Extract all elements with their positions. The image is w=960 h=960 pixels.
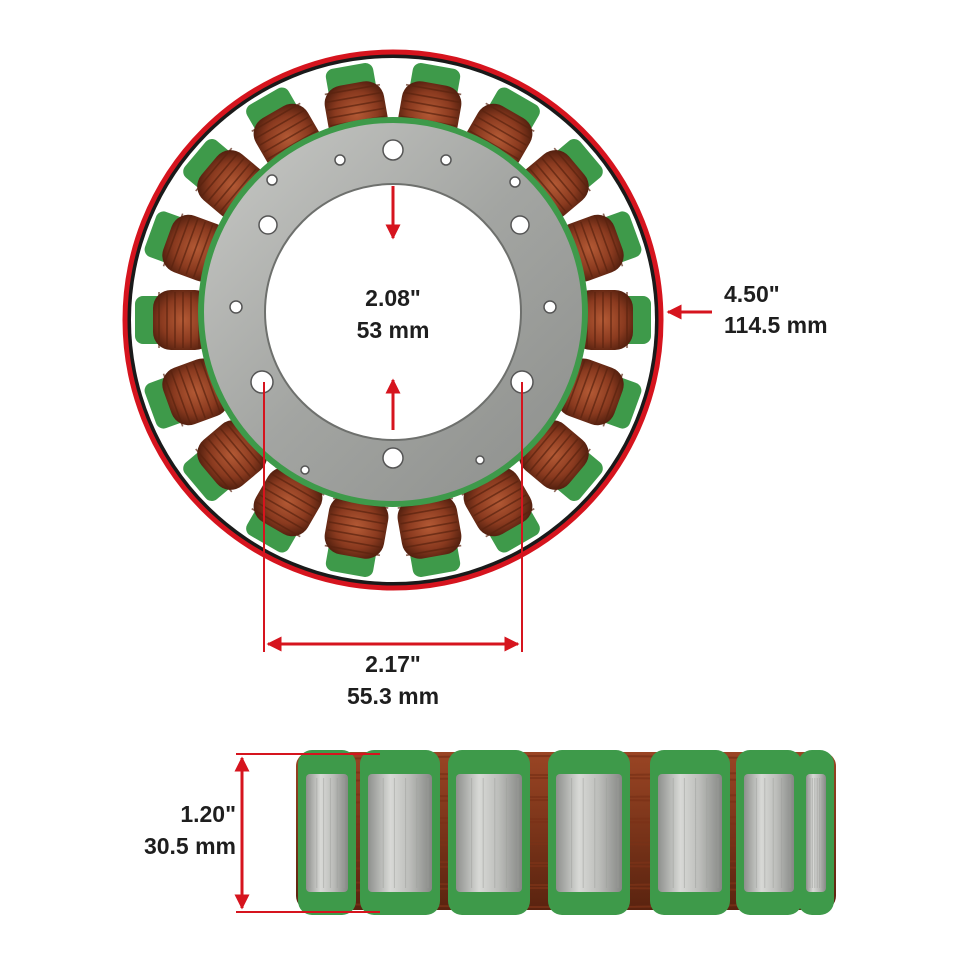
mounting-hole [475,455,485,465]
mounting-hole [510,215,530,235]
height-mm: 30.5 mm [144,833,236,859]
inner-diameter-inches: 2.08" [365,285,421,311]
pole-face [548,750,630,915]
bolt-spacing-mm: 55.3 mm [347,683,439,709]
height-inches: 1.20" [180,801,236,827]
mounting-hole [250,370,274,394]
pole-face [736,750,802,915]
outer-diameter-mm: 114.5 mm [724,312,828,338]
outer-diameter-inches: 4.50" [724,281,780,307]
mounting-hole [229,300,243,314]
bolt-spacing-inches: 2.17" [365,651,421,677]
inner-diameter-mm: 53 mm [357,317,430,343]
mounting-hole [258,215,278,235]
copper-coil [324,494,389,577]
mounting-hole [543,300,557,314]
pole-face [298,750,356,915]
mounting-hole [300,465,310,475]
stator-top-view: 2.08" 53 mm 4.50" 114.5 mm 2.17" 55.3 mm [122,49,828,709]
mounting-hole [382,447,404,469]
mounting-hole [440,154,452,166]
mounting-hole [334,154,346,166]
pole-face [448,750,530,915]
stator-side-view: 1.20" 30.5 mm [144,750,836,915]
copper-coil [573,290,651,350]
mounting-hole [509,176,521,188]
pole-face [650,750,730,915]
side-pole-faces [298,750,834,915]
inner-bore [264,183,522,441]
mounting-hole [266,174,278,186]
mounting-holes [229,139,557,475]
copper-coil [135,290,213,350]
copper-coil [556,357,642,429]
copper-coil [144,357,230,429]
pole-face [798,750,834,915]
pole-face [360,750,440,915]
mounting-hole [382,139,404,161]
copper-coil [397,494,462,577]
